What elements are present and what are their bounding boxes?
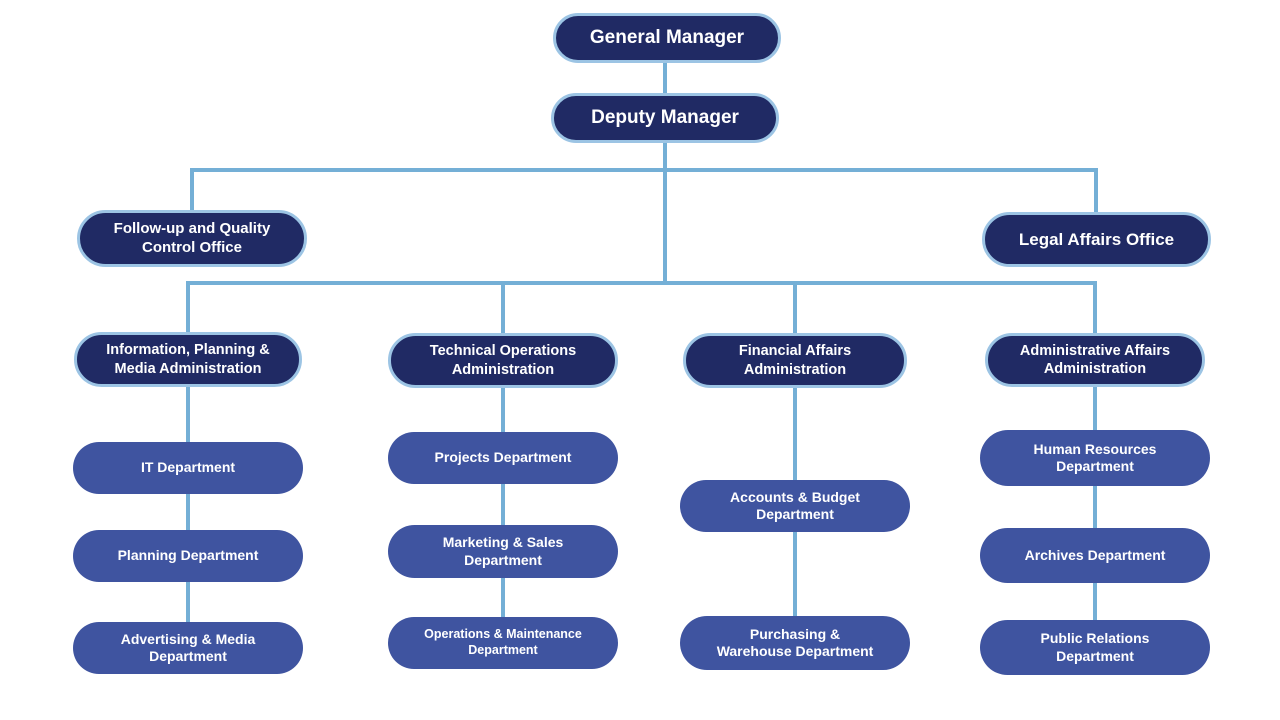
node-general-manager: General Manager: [553, 13, 781, 63]
node-it-department: IT Department: [73, 442, 303, 494]
connector-column-financial: [793, 281, 797, 616]
node-legal-affairs-office: Legal Affairs Office: [982, 212, 1211, 267]
node-public-relations-department: Public Relations Department: [980, 620, 1210, 675]
connector-offices-rail: [192, 168, 1097, 172]
node-followup-quality-office: Follow-up and Quality Control Office: [77, 210, 307, 267]
node-projects-department: Projects Department: [388, 432, 618, 484]
node-archives-department: Archives Department: [980, 528, 1210, 583]
node-financial-affairs-administration: Financial Affairs Administration: [683, 333, 907, 388]
node-advertising-media-department: Advertising & Media Department: [73, 622, 303, 674]
node-marketing-sales-department: Marketing & Sales Department: [388, 525, 618, 578]
connector-drop-legal: [1094, 168, 1098, 212]
node-operations-maintenance-department: Operations & Maintenance Department: [388, 617, 618, 669]
node-administrative-affairs-administration: Administrative Affairs Administration: [985, 333, 1205, 387]
connector-deputy-trunk: [663, 143, 667, 283]
node-planning-department: Planning Department: [73, 530, 303, 582]
node-accounts-budget-department: Accounts & Budget Department: [680, 480, 910, 532]
node-information-planning-media-administration: Information, Planning & Media Administra…: [74, 332, 302, 387]
connector-gm-deputy: [663, 62, 667, 93]
node-deputy-manager: Deputy Manager: [551, 93, 779, 143]
connector-admins-rail: [186, 281, 1095, 285]
node-purchasing-warehouse-department: Purchasing & Warehouse Department: [680, 616, 910, 670]
node-human-resources-department: Human Resources Department: [980, 430, 1210, 486]
node-technical-operations-administration: Technical Operations Administration: [388, 333, 618, 388]
connector-drop-followup: [190, 168, 194, 210]
